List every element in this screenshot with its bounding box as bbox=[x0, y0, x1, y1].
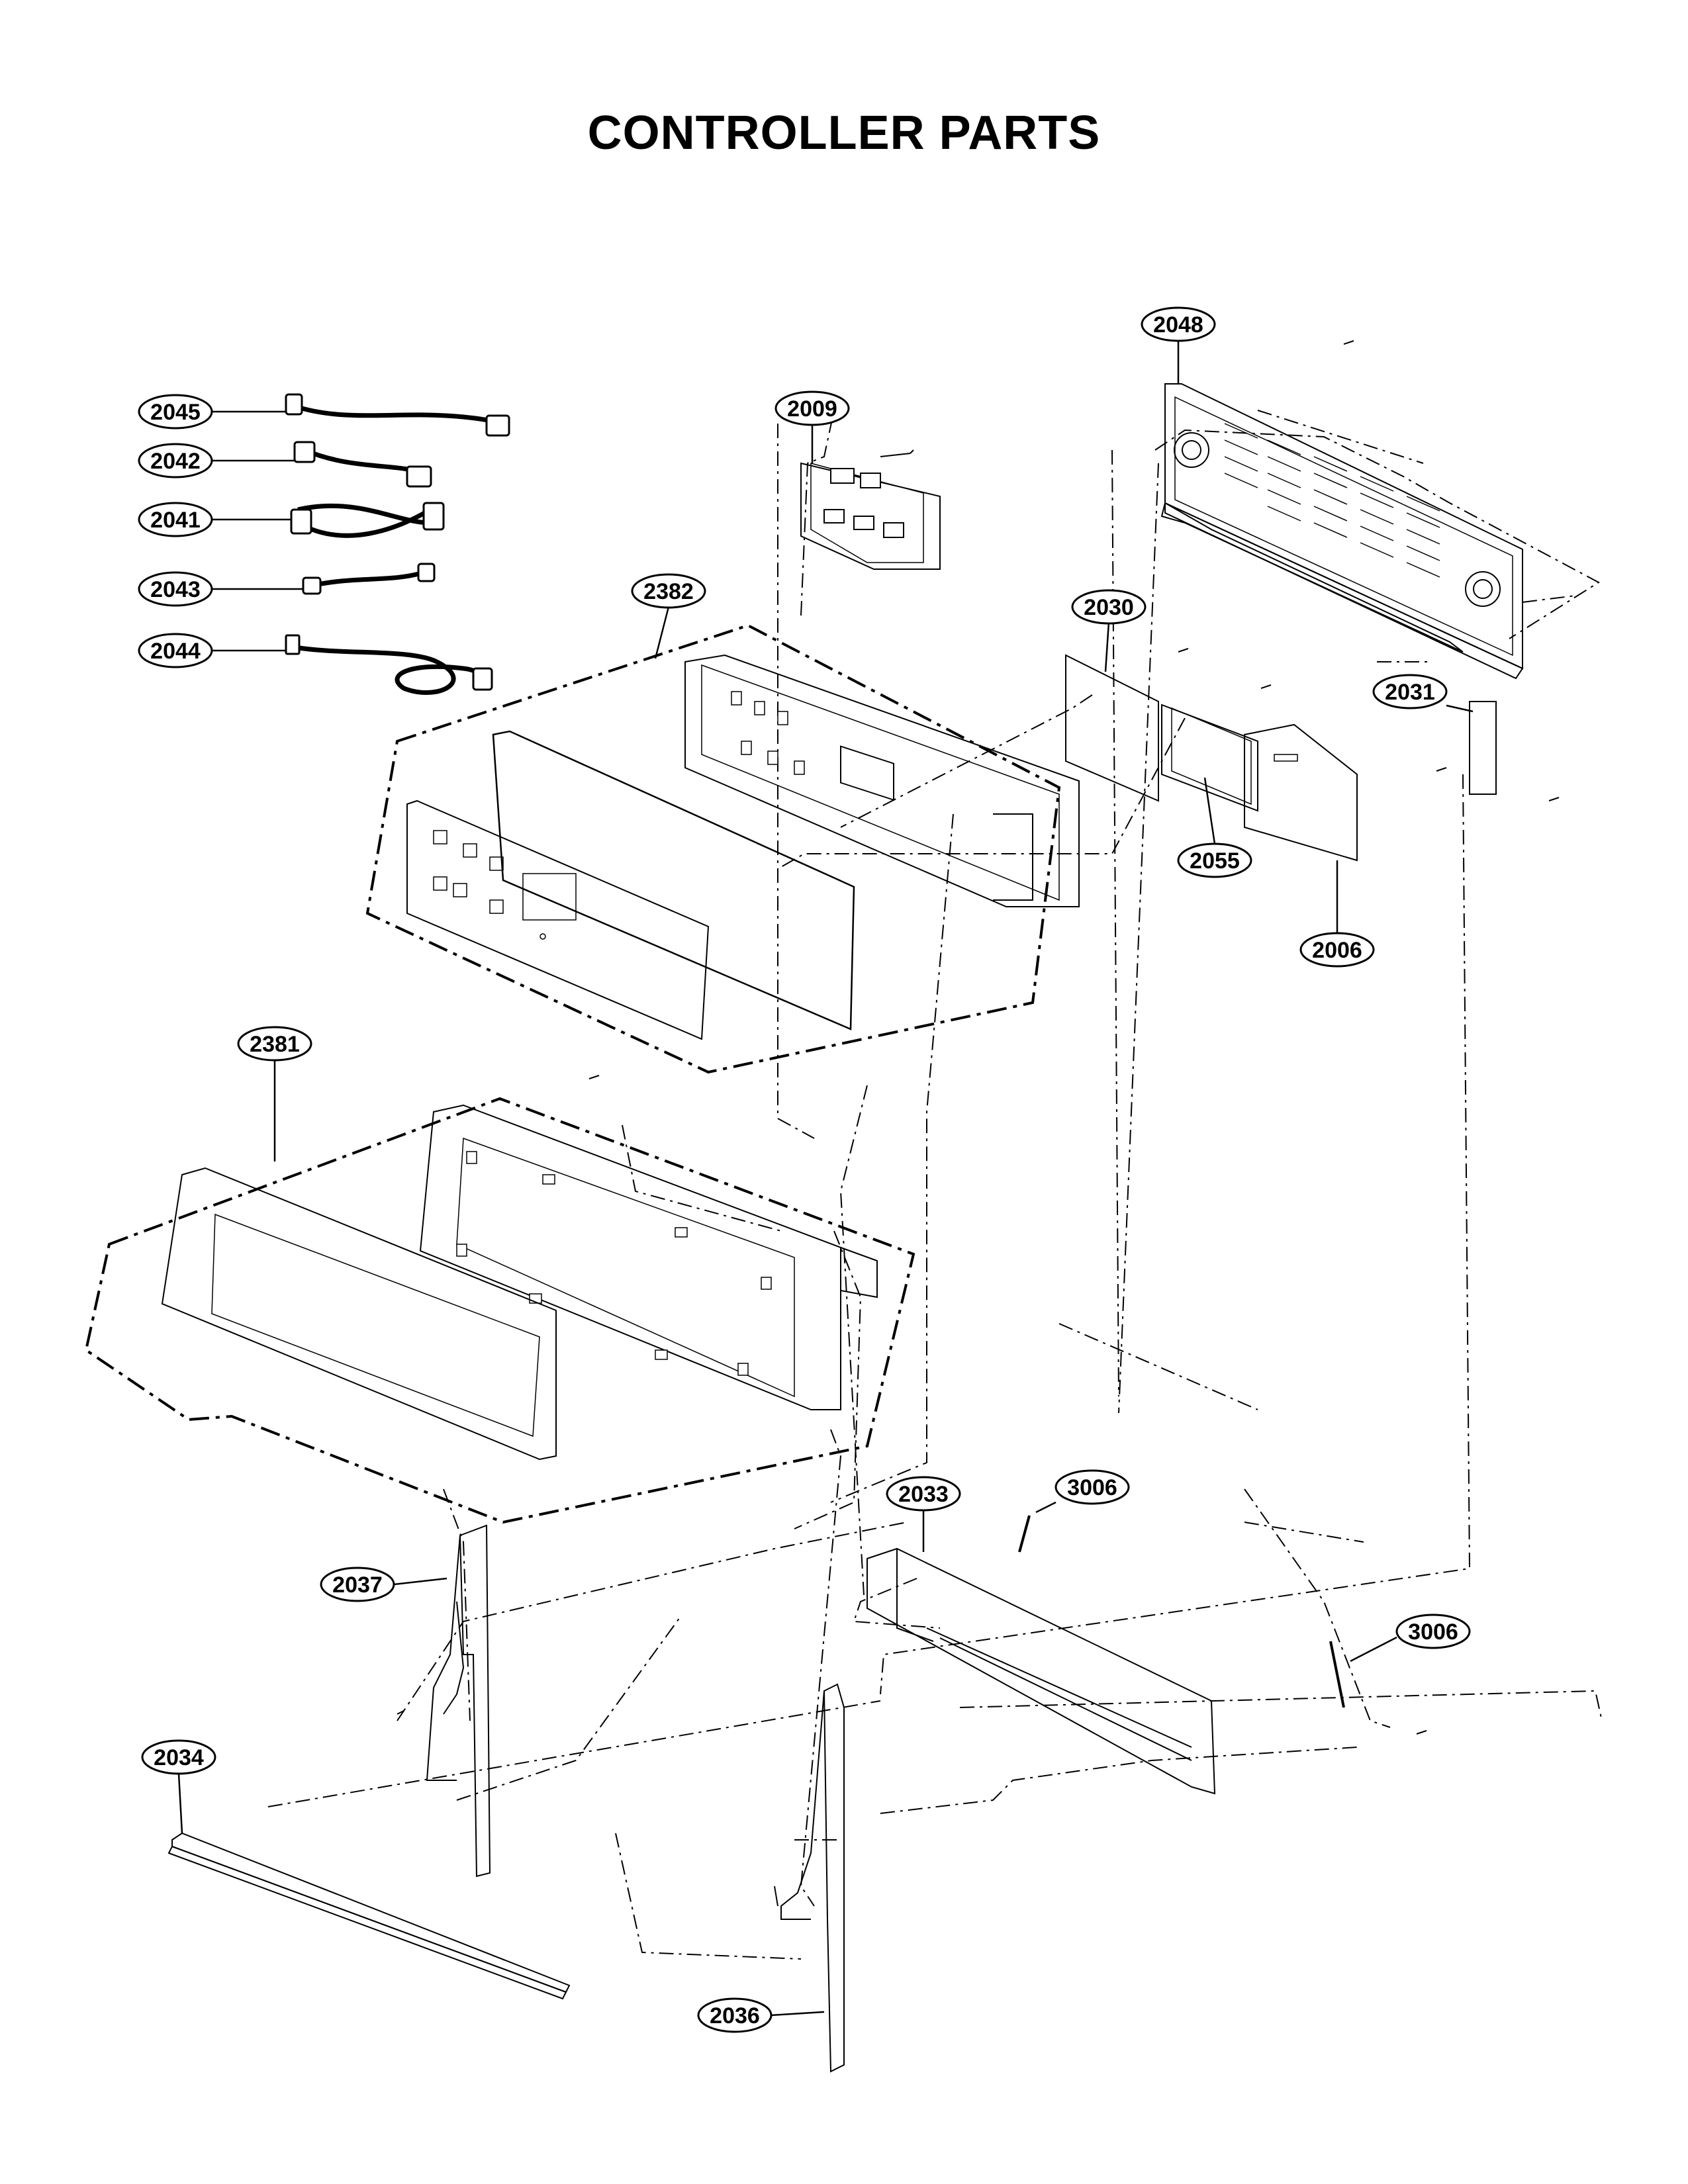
callout-2044: 2044 bbox=[138, 633, 213, 668]
assembly-outline-2382 bbox=[365, 623, 1061, 1074]
svg-text:2030: 2030 bbox=[1084, 595, 1134, 620]
svg-text:2036: 2036 bbox=[710, 2003, 760, 2028]
callout-2034: 2034 bbox=[141, 1739, 216, 1775]
svg-text:2042: 2042 bbox=[150, 449, 201, 474]
svg-text:2034: 2034 bbox=[154, 1745, 204, 1770]
assembly-outline-2381 bbox=[84, 1097, 915, 1524]
svg-text:3006: 3006 bbox=[1067, 1475, 1117, 1500]
callout-2009: 2009 bbox=[774, 390, 850, 426]
callout-2030: 2030 bbox=[1071, 589, 1147, 625]
alignment-lines bbox=[267, 410, 1603, 1960]
wire-harness-2044 bbox=[285, 634, 493, 695]
svg-text:2041: 2041 bbox=[150, 508, 201, 533]
svg-text:2009: 2009 bbox=[787, 396, 837, 422]
callout-2042: 2042 bbox=[138, 443, 213, 478]
wire-harness-2043 bbox=[302, 563, 436, 595]
callout-2036: 2036 bbox=[697, 1997, 773, 2033]
bottom-trim-rail-2034 bbox=[167, 1832, 571, 2000]
svg-text:3006: 3006 bbox=[1408, 1619, 1458, 1645]
svg-text:2045: 2045 bbox=[150, 400, 201, 425]
control-panel-frame-2382 bbox=[684, 654, 1080, 907]
svg-text:2055: 2055 bbox=[1190, 848, 1240, 874]
callout-2033: 2033 bbox=[886, 1476, 961, 1512]
callout-2382: 2382 bbox=[631, 573, 706, 609]
callout-2006: 2006 bbox=[1299, 932, 1375, 968]
callout-2048: 2048 bbox=[1141, 306, 1216, 342]
door-trim-frame-2381 bbox=[419, 1075, 878, 1410]
rear-vent-panel-2048 bbox=[1160, 340, 1524, 680]
page-title: CONTROLLER PARTS bbox=[587, 107, 1101, 159]
svg-text:2043: 2043 bbox=[150, 577, 201, 602]
front-rail-2033 bbox=[867, 1547, 1216, 1795]
mounting-plate-2031 bbox=[1469, 701, 1560, 801]
callout-3006-top: 3006 bbox=[1055, 1469, 1130, 1505]
callout-2045: 2045 bbox=[138, 394, 213, 430]
callout-2041: 2041 bbox=[138, 502, 213, 537]
callout-2055: 2055 bbox=[1177, 842, 1252, 878]
wire-harness-2045 bbox=[285, 393, 510, 437]
svg-text:2006: 2006 bbox=[1312, 938, 1362, 963]
callout-2031: 2031 bbox=[1372, 674, 1448, 709]
wire-harness-2041 bbox=[290, 502, 445, 538]
wire-harness-2042 bbox=[293, 441, 432, 488]
callout-leaders bbox=[177, 340, 1474, 2017]
right-side-bracket-2036 bbox=[774, 1683, 845, 2073]
svg-text:2048: 2048 bbox=[1153, 312, 1203, 338]
display-glass-2381 bbox=[161, 1167, 557, 1461]
control-board-bracket-2030 bbox=[1065, 648, 1272, 812]
control-pcb-2009 bbox=[800, 449, 941, 570]
control-panel-overlay-2382 bbox=[406, 730, 855, 1040]
svg-text:2382: 2382 bbox=[643, 579, 694, 604]
callout-2043: 2043 bbox=[138, 571, 213, 607]
svg-text:2033: 2033 bbox=[898, 1482, 949, 1507]
callout-2381: 2381 bbox=[237, 1026, 312, 1062]
svg-text:2031: 2031 bbox=[1385, 680, 1435, 705]
svg-text:2037: 2037 bbox=[332, 1572, 383, 1598]
pin-3006 bbox=[1018, 1515, 1427, 1735]
callout-2037: 2037 bbox=[320, 1567, 395, 1602]
svg-text:2381: 2381 bbox=[250, 1032, 300, 1057]
relay-board-2006 bbox=[1244, 723, 1447, 862]
callout-3006-bottom: 3006 bbox=[1395, 1614, 1471, 1649]
svg-text:2044: 2044 bbox=[150, 639, 201, 664]
left-side-bracket-2037 bbox=[397, 1524, 491, 1878]
